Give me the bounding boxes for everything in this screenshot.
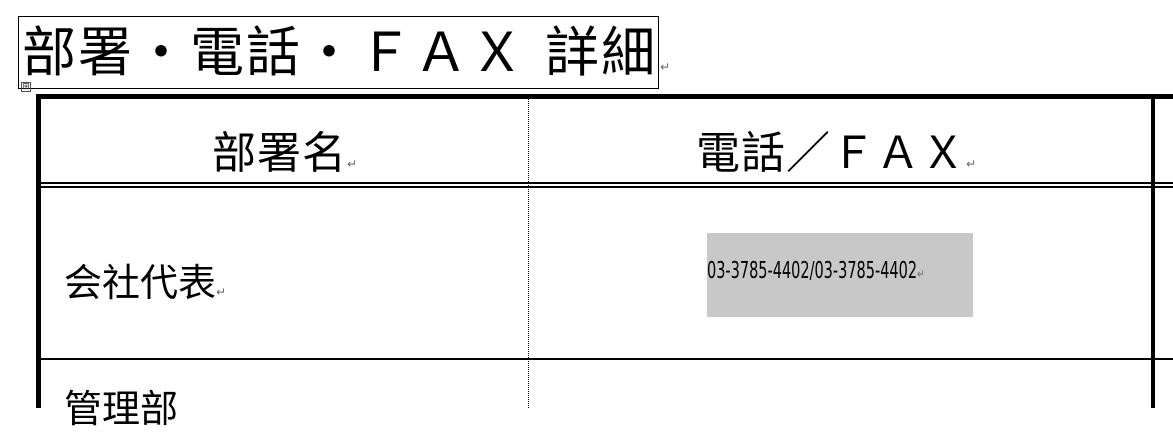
header-phone-fax-label: 電話／ＦＡＸ bbox=[696, 128, 966, 179]
dept-name: 管理部 bbox=[64, 387, 179, 431]
dept-name: 会社代表 bbox=[64, 261, 217, 305]
table-top-border bbox=[36, 94, 1173, 99]
header-double-line-1 bbox=[36, 182, 1173, 184]
table-row-phone-cell[interactable]: 03-3785-4402/03-3785-4402↵ bbox=[707, 258, 924, 284]
header-cell-phone-fax: 電話／ＦＡＸ↵ bbox=[696, 117, 977, 181]
row-divider bbox=[36, 358, 1173, 360]
table-move-handle-icon[interactable]: ⊞ bbox=[21, 82, 31, 92]
table-left-border bbox=[36, 94, 41, 408]
paragraph-mark-icon: ↵ bbox=[966, 157, 978, 171]
header-cell-department: 部署名↵ bbox=[212, 117, 358, 181]
paragraph-mark-icon: ↵ bbox=[216, 285, 227, 299]
paragraph-mark-icon: ↵ bbox=[660, 60, 671, 74]
table-row-dept-cell[interactable]: 管理部 bbox=[64, 378, 178, 433]
paragraph-mark-icon: ↵ bbox=[917, 267, 925, 281]
document-title-box: 部署・電話・ＦＡＸ 詳細 bbox=[18, 16, 659, 89]
phone-fax-number: 03-3785-4402/03-3785-4402 bbox=[707, 258, 918, 284]
document-title: 部署・電話・ＦＡＸ 詳細 bbox=[22, 21, 658, 84]
header-double-line-2 bbox=[36, 186, 1173, 188]
paragraph-mark-icon: ↵ bbox=[347, 157, 359, 171]
table-right-border bbox=[1151, 94, 1155, 408]
column-divider bbox=[528, 99, 529, 408]
header-department-label: 部署名 bbox=[212, 128, 347, 179]
phone-highlight bbox=[707, 233, 973, 317]
table-row-dept-cell[interactable]: 会社代表↵ bbox=[64, 252, 226, 307]
